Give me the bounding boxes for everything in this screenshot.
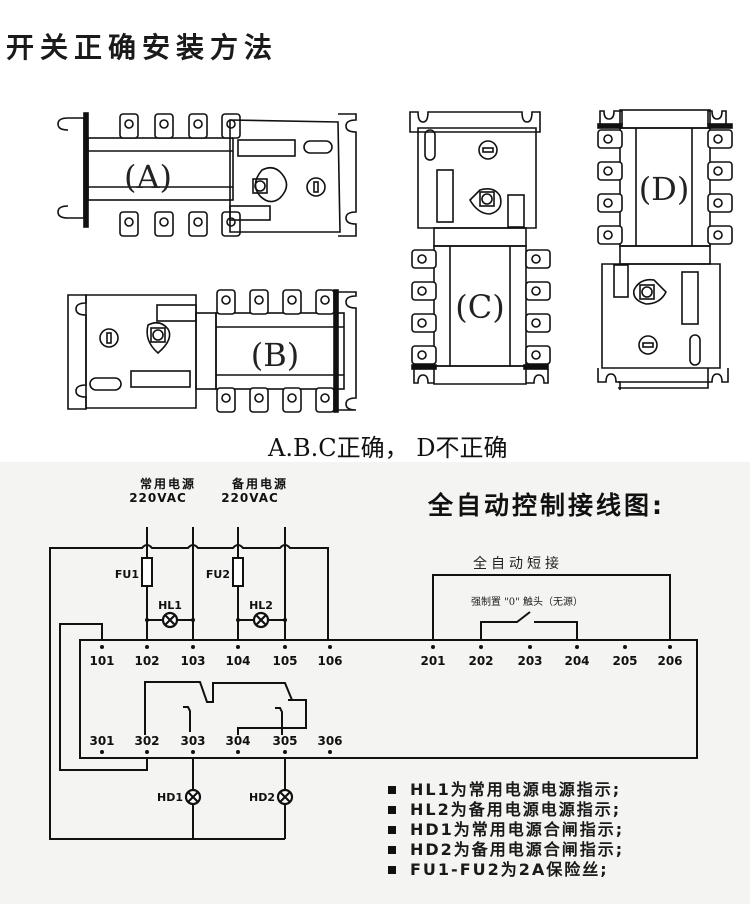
terminal-dot-106 — [328, 645, 332, 649]
terminal-label-305: 305 — [272, 734, 297, 748]
terminal-dot-206 — [668, 645, 672, 649]
terminal-dot-303 — [191, 750, 195, 754]
panel-c-label: (C) — [455, 288, 504, 326]
switch-panel-a: (A) — [57, 112, 357, 237]
wiring-title: 全自动控制接线图: — [428, 491, 665, 520]
legend-item: FU1-FU2为2A保险丝; — [388, 860, 624, 880]
terminal-dot-204 — [575, 645, 579, 649]
terminal-label-203: 203 — [517, 654, 542, 668]
fu1-label: FU1 — [115, 568, 139, 581]
terminal-label-304: 304 — [225, 734, 250, 748]
terminal-dot-205 — [623, 645, 627, 649]
force-zero-contact — [480, 611, 578, 640]
legend-item: HL1为常用电源电源指示; — [388, 780, 624, 800]
hl1-label: HL1 — [158, 599, 182, 612]
terminal-dot-103 — [191, 645, 195, 649]
terminal-label-205: 205 — [612, 654, 637, 668]
auto-short-label: 全自动短接 — [473, 555, 563, 572]
fuse-fu2 — [232, 557, 244, 587]
terminal-label-206: 206 — [657, 654, 682, 668]
legend-item: HD1为常用电源合闸指示; — [388, 820, 624, 840]
terminal-dot-203 — [528, 645, 532, 649]
terminal-dot-304 — [236, 750, 240, 754]
legend-text: HD2为备用电源合闸指示; — [410, 840, 625, 859]
legend: HL1为常用电源电源指示; HL2为备用电源电源指示; HD1为常用电源合闸指示… — [388, 780, 624, 880]
wiring-section — [0, 462, 750, 904]
terminal-dot-101 — [100, 645, 104, 649]
panel-a-label: (A) — [124, 158, 172, 196]
terminal-dot-104 — [236, 645, 240, 649]
source-normal-name: 常用电源 — [140, 476, 196, 491]
terminal-label-204: 204 — [564, 654, 589, 668]
auto-short-wire — [432, 574, 671, 640]
terminal-label-303: 303 — [180, 734, 205, 748]
bullet-icon — [388, 846, 396, 854]
terminal-dot-201 — [431, 645, 435, 649]
legend-item: HL2为备用电源电源指示; — [388, 800, 624, 820]
terminal-dot-102 — [145, 645, 149, 649]
terminal-label-106: 106 — [317, 654, 342, 668]
terminal-dot-305 — [283, 750, 287, 754]
hl2-label: HL2 — [249, 599, 273, 612]
panel-d-label: (D) — [639, 170, 690, 208]
legend-text: HD1为常用电源合闸指示; — [410, 820, 625, 839]
source-normal-voltage: 220VAC — [129, 491, 187, 505]
terminal-label-105: 105 — [272, 654, 297, 668]
terminal-label-306: 306 — [317, 734, 342, 748]
bullet-icon — [388, 786, 396, 794]
lamp-hl1-icon — [161, 611, 179, 629]
legend-text: HL2为备用电源电源指示; — [410, 800, 622, 819]
terminal-label-101: 101 — [89, 654, 114, 668]
switch-panel-d: (D) — [597, 109, 733, 390]
outer-loop-wire — [49, 544, 329, 778]
terminal-dot-301 — [100, 750, 104, 754]
terminal-dot-105 — [283, 645, 287, 649]
terminal-dot-306 — [328, 750, 332, 754]
terminal-label-104: 104 — [225, 654, 250, 668]
legend-item: HD2为备用电源合闸指示; — [388, 840, 624, 860]
terminal-label-201: 201 — [420, 654, 445, 668]
fu2-label: FU2 — [206, 568, 230, 581]
lamp-hl2-icon — [252, 611, 270, 629]
legend-text: HL1为常用电源电源指示; — [410, 780, 622, 799]
panel-b-label: (B) — [251, 336, 299, 374]
terminal-label-202: 202 — [468, 654, 493, 668]
lamp-hd1-icon — [184, 788, 202, 806]
terminal-label-301: 301 — [89, 734, 114, 748]
source-backup-voltage: 220VAC — [221, 491, 279, 505]
source-backup-name: 备用电源 — [231, 476, 288, 491]
page-title: 开关正确安装方法 — [6, 31, 279, 64]
terminal-label-302: 302 — [134, 734, 159, 748]
switch-panel-b: (B) — [67, 289, 357, 413]
fuse-fu1 — [141, 557, 153, 587]
wiring-diagram: 常用电源 220VAC 备用电源 220VAC FU1 FU2 HL1 HL2 … — [49, 476, 698, 840]
installation-verdict: A.B.C正确， D不正确 — [268, 434, 508, 462]
bullet-icon — [388, 806, 396, 814]
terminal-dot-202 — [479, 645, 483, 649]
bullet-icon — [388, 866, 396, 874]
legend-text: FU1-FU2为2A保险丝; — [410, 860, 609, 879]
bullet-icon — [388, 826, 396, 834]
force-zero-label: 强制置 "0" 触头（无源） — [471, 595, 583, 608]
terminal-dot-302 — [145, 750, 149, 754]
terminal-label-102: 102 — [134, 654, 159, 668]
hd1-label: HD1 — [157, 791, 183, 804]
terminal-label-103: 103 — [180, 654, 205, 668]
hd2-label: HD2 — [249, 791, 275, 804]
lamp-hd2-icon — [276, 788, 294, 806]
terminal-block — [79, 639, 698, 759]
switch-panel-c: (C) — [409, 111, 551, 385]
